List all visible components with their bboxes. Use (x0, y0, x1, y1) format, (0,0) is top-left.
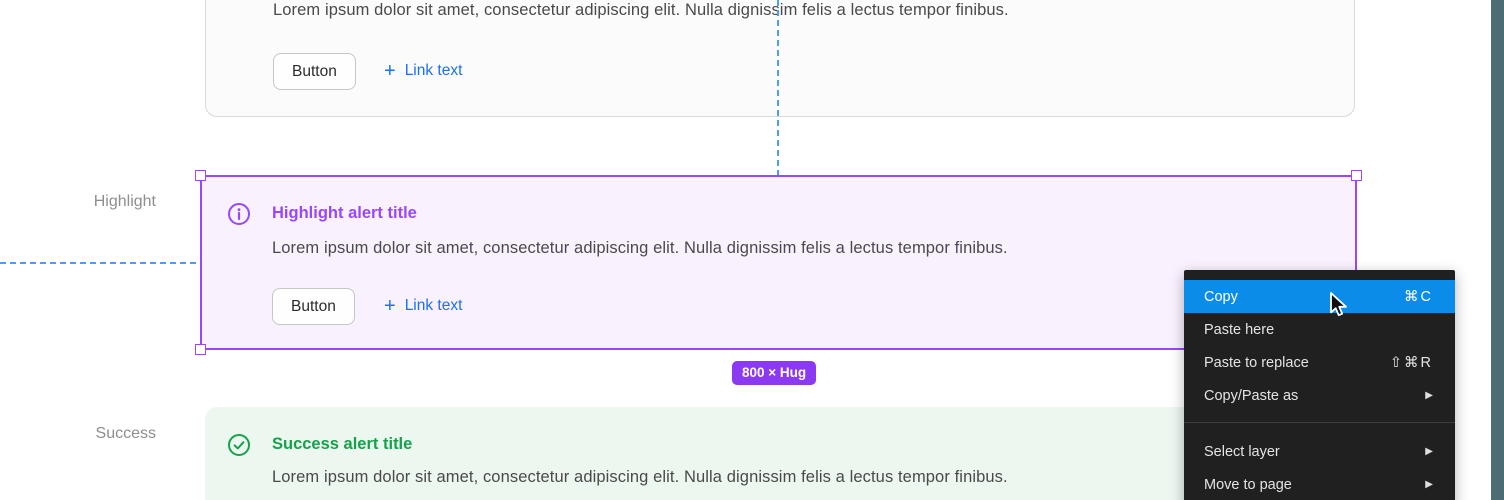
alert-body-text: Lorem ipsum dolor sit amet, consectetur … (273, 1, 1009, 19)
alert-button[interactable]: Button (273, 53, 356, 90)
alert-body-text: Lorem ipsum dolor sit amet, consectetur … (272, 468, 1008, 486)
right-edge-panel (1491, 0, 1504, 500)
link-label: Link text (404, 62, 463, 79)
plus-icon: + (384, 60, 396, 82)
selection-handle-bottom-left[interactable] (195, 344, 206, 355)
section-label-success: Success (95, 425, 156, 442)
alert-highlight[interactable]: Highlight alert title Lorem ipsum dolor … (200, 175, 1357, 350)
menu-separator (1184, 422, 1455, 423)
alert-link[interactable]: + Link text (384, 296, 462, 316)
alert-default[interactable]: Lorem ipsum dolor sit amet, consectetur … (205, 0, 1355, 117)
selection-handle-top-left[interactable] (195, 170, 206, 181)
menu-item-copy-paste-as[interactable]: Copy/Paste as ▶ (1184, 379, 1455, 412)
check-circle-icon (227, 433, 251, 457)
alert-body-text: Lorem ipsum dolor sit amet, consectetur … (272, 239, 1008, 257)
menu-item-paste-here[interactable]: Paste here (1184, 313, 1455, 346)
menu-shortcut: ⇧⌘R (1389, 354, 1433, 371)
info-icon (227, 202, 251, 226)
alert-title: Highlight alert title (272, 204, 417, 222)
alert-button[interactable]: Button (272, 288, 355, 325)
link-label: Link text (404, 297, 463, 314)
menu-item-label: Copy (1204, 288, 1238, 305)
menu-item-select-layer[interactable]: Select layer ▶ (1184, 435, 1455, 468)
mouse-cursor-icon (1325, 291, 1353, 326)
menu-item-label: Copy/Paste as (1204, 387, 1299, 404)
section-label-highlight: Highlight (93, 193, 156, 210)
selection-size-badge: 800 × Hug (732, 361, 817, 385)
menu-shortcut: ⌘C (1404, 288, 1433, 305)
menu-item-label: Paste here (1204, 321, 1275, 338)
menu-item-label: Paste to replace (1204, 354, 1309, 371)
plus-icon: + (384, 295, 396, 317)
submenu-arrow-icon: ▶ (1425, 446, 1433, 457)
menu-item-copy[interactable]: Copy ⌘C (1184, 280, 1455, 313)
menu-item-move-to-page[interactable]: Move to page ▶ (1184, 468, 1455, 500)
context-menu: Copy ⌘C Paste here Paste to replace ⇧⌘R … (1184, 270, 1455, 500)
menu-item-label: Select layer (1204, 443, 1280, 460)
horizontal-guide-line (0, 262, 199, 264)
menu-item-paste-to-replace[interactable]: Paste to replace ⇧⌘R (1184, 346, 1455, 379)
selection-handle-top-right[interactable] (1351, 170, 1362, 181)
alert-link[interactable]: + Link text (384, 61, 462, 81)
vertical-guide-line (777, 0, 779, 175)
submenu-arrow-icon: ▶ (1425, 479, 1433, 490)
alert-success[interactable]: Success alert title Lorem ipsum dolor si… (205, 407, 1355, 500)
submenu-arrow-icon: ▶ (1425, 390, 1433, 401)
alert-title: Success alert title (272, 435, 413, 453)
menu-item-label: Move to page (1204, 476, 1292, 493)
